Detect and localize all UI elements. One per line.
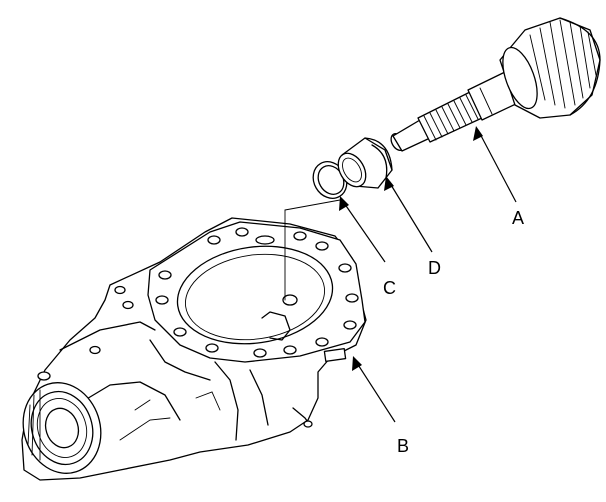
leader-c bbox=[339, 196, 386, 263]
o-ring-part-c bbox=[312, 161, 348, 199]
flange-bolt-holes bbox=[114, 227, 359, 358]
collar-part-d bbox=[337, 137, 393, 189]
callout-label-a: A bbox=[512, 208, 524, 228]
pinion-shaft-part-a bbox=[390, 17, 601, 152]
housing-end-flange bbox=[22, 382, 102, 474]
housing-part-b bbox=[21, 199, 367, 481]
leader-a bbox=[473, 126, 517, 203]
leader-b bbox=[352, 356, 396, 423]
leader-d bbox=[384, 176, 433, 253]
callout-label-d: D bbox=[428, 258, 441, 278]
housing-bore bbox=[176, 245, 334, 345]
callout-label-b: B bbox=[397, 436, 409, 456]
callout-label-c: C bbox=[383, 278, 396, 298]
